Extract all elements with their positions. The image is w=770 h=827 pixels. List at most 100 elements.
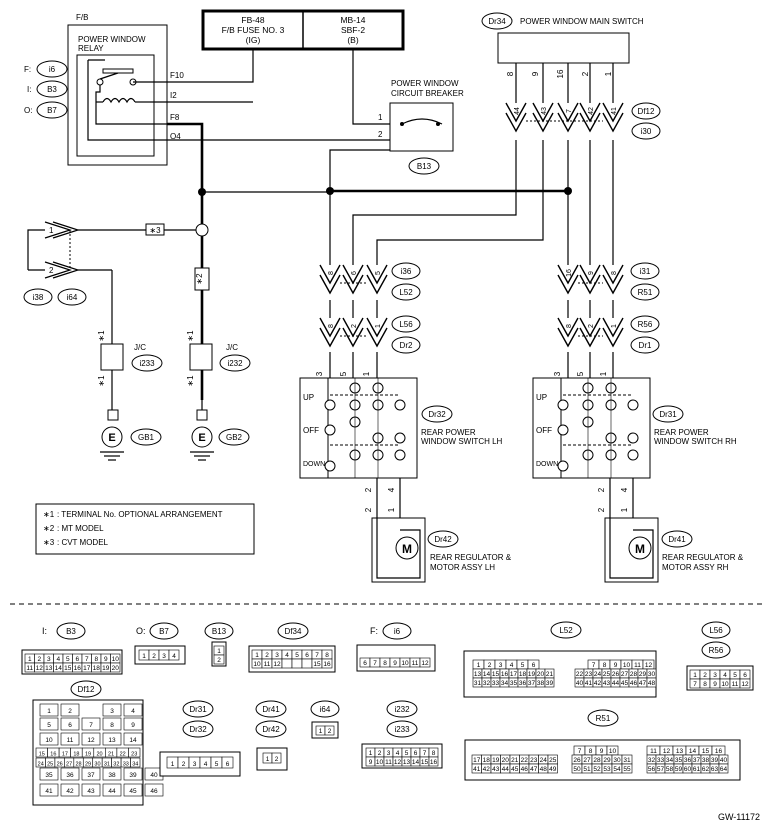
pin-number: 1 <box>171 761 175 768</box>
pin-number: 2 <box>328 728 332 735</box>
lh-motor-title-2: MOTOR ASSY LH <box>430 563 495 572</box>
rh-sw-pin: 3 <box>553 371 562 376</box>
l56-label: L56 <box>709 626 723 635</box>
pin-number: 41 <box>473 766 481 773</box>
pin-number: 39 <box>711 757 719 764</box>
pin-number: 26 <box>573 757 581 764</box>
pin-number: 3 <box>275 652 279 659</box>
pin-cell <box>39 732 59 746</box>
pin-number: 46 <box>150 788 158 795</box>
rh-motor-title-2: MOTOR ASSY RH <box>662 563 729 572</box>
pin-number: 31 <box>104 762 110 768</box>
pin-number: 48 <box>540 766 548 773</box>
pin-number: 34 <box>666 757 674 764</box>
pin-number: 24 <box>540 757 548 764</box>
pin-number: 18 <box>483 757 491 764</box>
pin-number: 19 <box>102 665 110 672</box>
pin-number: 45 <box>129 788 137 795</box>
pin-number: 36 <box>66 772 74 779</box>
chevron-pin <box>602 317 624 348</box>
pin-number: 7 <box>85 656 89 663</box>
pin-cell <box>271 752 282 764</box>
pin-number: 10 <box>376 759 384 766</box>
i31-code: i31 <box>640 267 651 276</box>
pin-cell <box>221 756 234 769</box>
pin-number: 62 <box>702 766 710 773</box>
star-2: ∗2 <box>195 273 204 285</box>
pin-number: 17 <box>510 671 518 678</box>
pin-number: 3 <box>387 750 391 757</box>
pin-number: 42 <box>66 788 74 795</box>
pin-number: 12 <box>741 681 749 688</box>
pin-number: 14 <box>483 671 491 678</box>
pin-number: 7 <box>423 750 427 757</box>
pin-number: 12 <box>645 662 653 669</box>
chevron-pin-label: 8 <box>328 324 335 328</box>
pin-number: 38 <box>537 680 545 687</box>
pin-number: 15 <box>39 752 45 758</box>
pin-number: 30 <box>648 671 656 678</box>
circuit-breaker: POWER WINDOW CIRCUIT BREAKER 1 2 B13 <box>378 79 464 175</box>
chevron-pin-label: 41 <box>611 107 618 115</box>
pin-number: 30 <box>94 762 100 768</box>
dr32-code: Dr32 <box>428 410 446 419</box>
pin-number: 16 <box>715 748 723 755</box>
chevron-pin-label: 43 <box>541 107 548 115</box>
pin-number: 8 <box>432 750 436 757</box>
pin-number: 4 <box>396 750 400 757</box>
dr2-code: Dr2 <box>400 341 413 350</box>
pin-number: 3 <box>713 672 717 679</box>
lh-sw-pin: 1 <box>362 371 371 376</box>
lh-switch-title-2: WINDOW SWITCH LH <box>421 437 503 446</box>
dr31-label: Dr31 <box>189 705 207 714</box>
pin-number: 31 <box>474 680 482 687</box>
legend-text: : MT MODEL <box>57 524 104 533</box>
fuse-left-code: FB-48 <box>241 15 264 25</box>
pin-number: 1 <box>266 756 270 763</box>
pin-number: 8 <box>94 656 98 663</box>
pin-number: 21 <box>546 671 554 678</box>
pin-number: 34 <box>501 680 509 687</box>
pin-number: 12 <box>663 748 671 755</box>
rh-sw-pin: 1 <box>599 371 608 376</box>
breaker-code: B13 <box>417 162 432 171</box>
pin-number: 1 <box>693 672 697 679</box>
pin-number: 11 <box>67 737 74 744</box>
pin-number: 4 <box>204 761 208 768</box>
pin-cell <box>168 649 180 661</box>
pin-number: 3 <box>47 656 51 663</box>
pin-number: 1 <box>319 728 323 735</box>
pin-number: 16 <box>430 759 438 766</box>
pin-number: 2 <box>37 656 41 663</box>
pin-cell <box>60 783 80 797</box>
pin-number: 7 <box>373 660 377 667</box>
chevron-pin <box>319 317 341 348</box>
pin-number: 10 <box>112 656 120 663</box>
pin-number: 42 <box>483 766 491 773</box>
r56-code: R56 <box>638 320 653 329</box>
pin-number: 57 <box>657 766 665 773</box>
chevron-pin <box>366 317 388 348</box>
chevron-pin-label: 5 <box>375 271 382 275</box>
pin-number: 4 <box>172 653 176 660</box>
chevron-pin <box>579 264 601 295</box>
pin-cell <box>144 783 164 797</box>
switch-contact <box>557 424 569 436</box>
switch-contact <box>557 399 569 411</box>
chevron-pin-label: 6 <box>351 271 358 275</box>
rh-motor-pin: 4 <box>620 487 629 492</box>
switch-position-label: OFF <box>536 426 552 435</box>
lh-motor-pin: 4 <box>387 487 396 492</box>
dr1-code: Dr1 <box>639 341 652 350</box>
pin-number: 42 <box>594 680 602 687</box>
ms-pin: 8 <box>506 71 515 76</box>
rh-motor-pin: 1 <box>620 507 629 512</box>
figure-id: GW-11172 <box>718 812 760 822</box>
relay-pin-f8: F8 <box>170 113 180 122</box>
main-switch: Dr34 POWER WINDOW MAIN SWITCH 8 9 16 2 1 <box>481 12 644 103</box>
